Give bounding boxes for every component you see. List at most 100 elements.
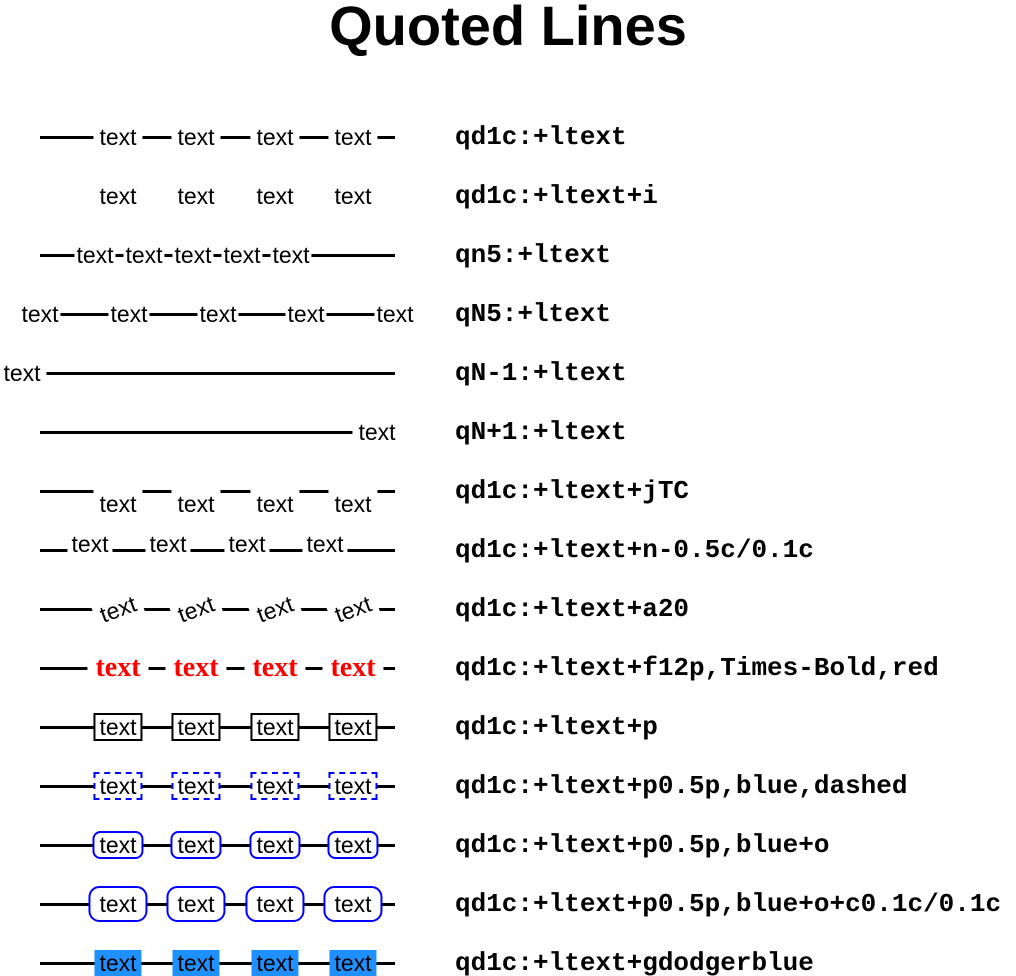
line-label: text: [322, 654, 384, 682]
line-demo: text: [0, 410, 432, 454]
code-label: qd1c:+ltext+a20: [455, 594, 690, 624]
line-label: text: [328, 184, 378, 208]
quoted-line-row: text text text text text qn5:+ltext: [0, 233, 1016, 277]
line-label: text: [224, 532, 270, 556]
line-label: text: [221, 242, 263, 268]
line-label: text: [250, 486, 300, 516]
line-label: text: [197, 301, 239, 327]
line-demo: text text text text: [0, 469, 432, 516]
line-label: text: [93, 486, 143, 516]
code-label: qn5:+ltext: [455, 240, 612, 270]
quoted-line-row: text text text text qd1c:+ltext+p0.5p,blue,…: [0, 764, 1016, 808]
line-label: text: [250, 713, 300, 741]
code-label: qN+1:+ltext: [455, 417, 627, 447]
line-label: text: [250, 125, 300, 149]
line-label: text: [74, 242, 116, 268]
line-label: text: [251, 950, 299, 976]
line-label: text: [245, 886, 305, 922]
line-label: text: [285, 301, 327, 327]
line-label: text: [328, 772, 378, 800]
quoted-line-row: text text text text qd1c:+ltext: [0, 115, 1016, 159]
code-label: qN-1:+ltext: [455, 358, 627, 388]
line-label: text: [87, 654, 149, 682]
line-sample: [22, 371, 395, 375]
line-label: text: [374, 301, 416, 327]
quoted-line-row: text text text text qd1c:+ltext+p0.5p,blue+…: [0, 882, 1016, 926]
line-label: text: [93, 772, 143, 800]
line-label: text: [250, 184, 300, 208]
line-demo: text text text text: [0, 174, 432, 218]
line-label: text: [325, 589, 381, 629]
page-title: Quoted Lines: [329, 0, 687, 57]
line-label: text: [171, 125, 221, 149]
quoted-line-row: text qN+1:+ltext: [0, 410, 1016, 454]
code-label: qd1c:+ltext+p0.5p,blue+o: [455, 830, 830, 860]
line-demo: text text text text text: [0, 233, 432, 277]
code-label: qd1c:+ltext+p0.5p,blue+o+c0.1c/0.1c: [455, 889, 1002, 919]
line-label: text: [93, 184, 143, 208]
code-label: qd1c:+ltext+p: [455, 712, 658, 742]
line-label: text: [108, 301, 150, 327]
line-sample: [40, 548, 395, 552]
line-label: text: [88, 886, 148, 922]
line-label: text: [90, 589, 146, 629]
line-label: text: [172, 950, 220, 976]
line-label: text: [166, 886, 226, 922]
line-sample: [40, 253, 395, 257]
line-label: text: [172, 242, 214, 268]
line-demo: text text text text: [0, 882, 432, 926]
line-label: text: [93, 713, 143, 741]
line-label: text: [328, 125, 378, 149]
quoted-line-row: text text text text qd1c:+ltext+f12p,Times-…: [0, 646, 1016, 690]
line-label: text: [67, 532, 113, 556]
line-label: text: [171, 713, 221, 741]
line-label: text: [327, 831, 379, 859]
line-label: text: [250, 772, 300, 800]
quoted-line-row: text qN-1:+ltext: [0, 351, 1016, 395]
quoted-line-row: text text text text text qN5:+ltext: [0, 292, 1016, 336]
line-demo: text text text text: [0, 705, 432, 749]
code-label: qd1c:+ltext+f12p,Times-Bold,red: [455, 653, 939, 683]
line-label: text: [93, 125, 143, 149]
line-label: text: [171, 184, 221, 208]
line-label: text: [165, 654, 227, 682]
code-label: qd1c:+ltext: [455, 122, 627, 152]
line-label: text: [247, 589, 303, 629]
line-label: text: [328, 486, 378, 516]
code-label: qN5:+ltext: [455, 299, 612, 329]
line-demo: text text text text: [0, 646, 432, 690]
line-demo: text text text text: [0, 764, 432, 808]
code-label: qd1c:+ltext+jTC: [455, 476, 690, 506]
line-label: text: [19, 301, 61, 327]
line-label: text: [352, 420, 402, 444]
line-demo: text: [0, 351, 432, 395]
line-demo: text text text text: [0, 528, 432, 572]
line-label: text: [145, 532, 191, 556]
line-label: text: [92, 831, 144, 859]
line-label: text: [270, 242, 312, 268]
line-label: text: [328, 713, 378, 741]
line-label: text: [329, 950, 377, 976]
quoted-line-row: text text text text qd1c:+ltext+jTC: [0, 469, 1016, 516]
quoted-line-row: text text text text qd1c:+ltext+p: [0, 705, 1016, 749]
line-demo: text text text text text: [0, 292, 432, 336]
line-sample: [40, 430, 377, 434]
code-label: qd1c:+ltext+n-0.5c/0.1c: [455, 535, 814, 565]
code-label: qd1c:+ltext+p0.5p,blue,dashed: [455, 771, 908, 801]
line-label: text: [171, 772, 221, 800]
line-label: text: [0, 361, 47, 385]
line-label: text: [244, 654, 306, 682]
code-label: qd1c:+ltext+i: [455, 181, 658, 211]
line-label: text: [302, 532, 348, 556]
line-label: text: [171, 486, 221, 516]
line-label: text: [323, 886, 383, 922]
line-label: text: [123, 242, 165, 268]
code-label: qd1c:+ltext+gdodgerblue: [455, 948, 814, 976]
quoted-line-row: text text text text qd1c:+ltext+i: [0, 174, 1016, 218]
